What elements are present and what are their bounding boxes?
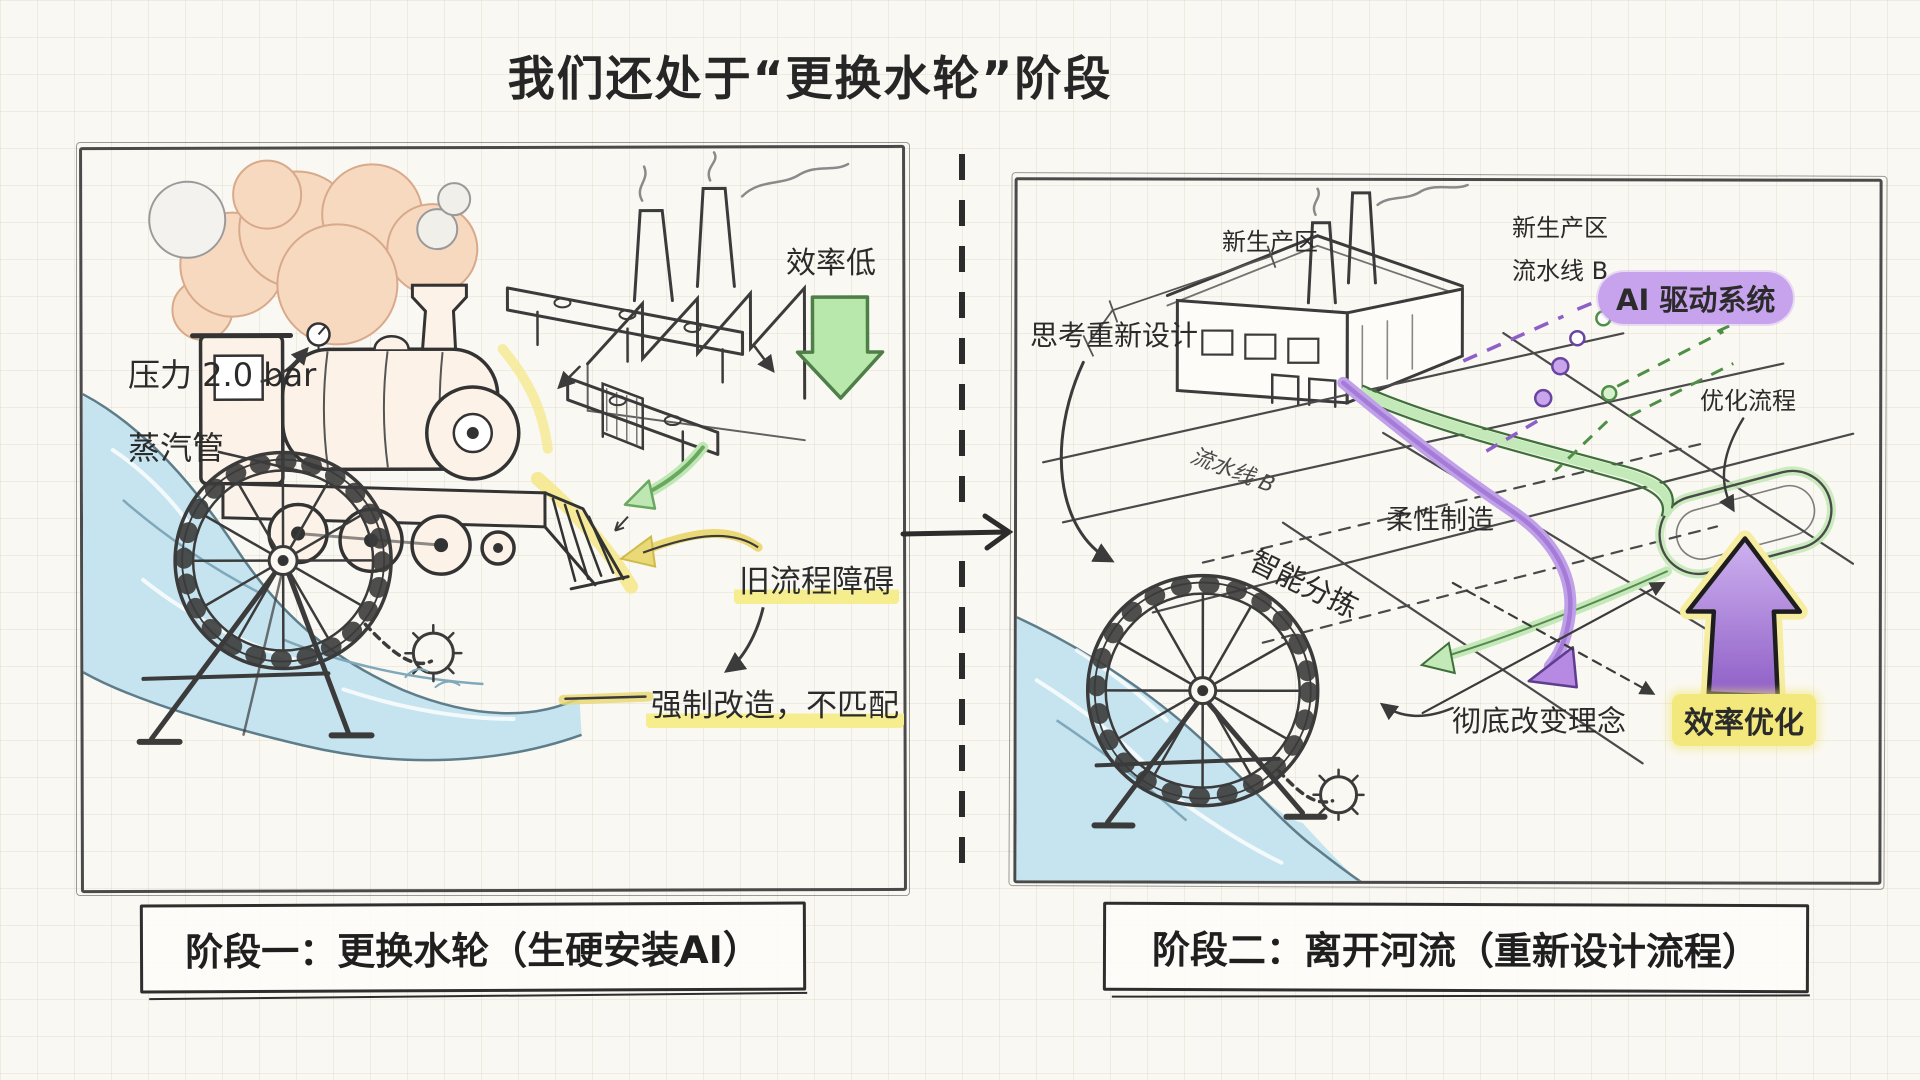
locomotive-sketch [148, 159, 639, 594]
label-rethink-redesign: 思考重新设计 [1030, 319, 1199, 352]
green-route [1358, 384, 1674, 675]
conveyor-sketch [505, 286, 775, 466]
label-steam-pipe: 蒸汽管 [128, 429, 225, 467]
new-factory-sketch [1165, 183, 1469, 409]
green-down-arrow [795, 295, 885, 400]
label-new-production-area-right: 新生产区 [1512, 214, 1608, 242]
label-optimized-process: 优化流程 [1700, 387, 1796, 415]
label-pressure: 压力 2.0 bar [128, 356, 317, 394]
page-title: 我们还处于“更换水轮”阶段 [507, 52, 1113, 107]
label-new-production-area-top: 新生产区 [1222, 228, 1318, 256]
stage1-panel [79, 144, 907, 894]
label-forced-retrofit: 强制改造，不匹配 [646, 680, 904, 728]
label-assembly-line-b-right: 流水线 B [1512, 257, 1609, 285]
ai-driven-system-badge: AI 驱动系统 [1598, 272, 1794, 324]
waterwheel-sketch [136, 450, 463, 745]
dimension-lines [1082, 245, 1277, 357]
label-flexible-manufacturing: 柔性制造 [1386, 505, 1494, 536]
label-old-process-barrier: 旧流程障碍 [734, 556, 899, 604]
green-curve-arrow [614, 441, 709, 532]
annotation-arrows [1059, 360, 1745, 721]
stage1-caption: 阶段一：更换水轮（生硬安装AI） [139, 901, 807, 994]
old-factory-sketch [586, 151, 850, 451]
barrier-down-arrow [723, 606, 765, 673]
label-change-mindset: 彻底改变理念 [1452, 704, 1627, 738]
stage1-illustration [82, 151, 885, 762]
label-leader-arrows [217, 346, 312, 475]
panel-divider [900, 154, 1014, 878]
forced-label-dash [558, 691, 654, 705]
stage2-caption: 阶段二：离开河流（重新设计流程） [1102, 901, 1810, 994]
stage-transition-arrow [900, 513, 1014, 551]
yellow-curve-arrow [618, 529, 763, 568]
waterwheel-sketch [1085, 573, 1365, 829]
stage2-caption-text: 阶段二：离开河流（重新设计流程） [1151, 927, 1761, 975]
efficiency-up-arrow [1679, 530, 1808, 705]
label-low-efficiency: 效率低 [786, 246, 876, 281]
stage1-caption-text: 阶段一：更换水轮（生硬安装AI） [185, 927, 761, 975]
efficiency-boost-badge: 效率优化 [1672, 694, 1816, 746]
